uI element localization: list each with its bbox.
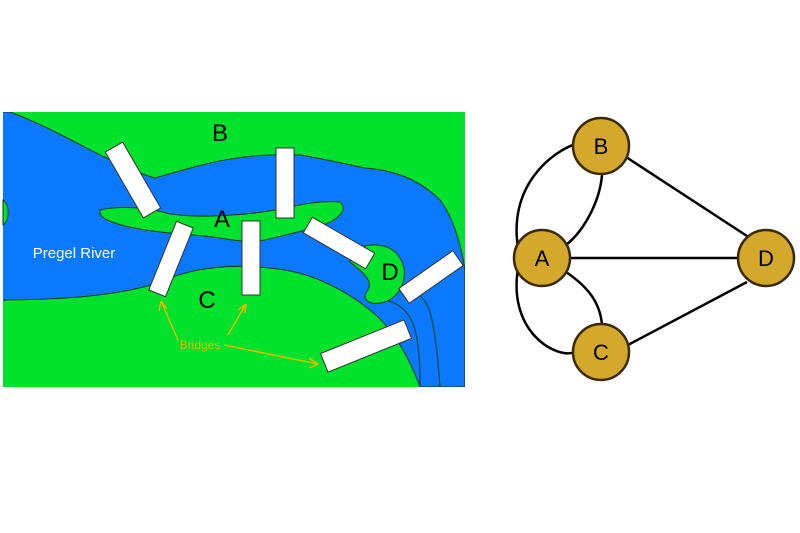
land-west-pocket [2, 199, 9, 226]
river-main-channel [3, 112, 465, 387]
konigsberg-graph: B A C D [512, 116, 796, 382]
graph-node-label-b: B [594, 134, 609, 159]
bridge [104, 141, 162, 219]
bridge [319, 319, 413, 373]
land-label-b: B [212, 120, 228, 147]
graph-edge-b-d [625, 155, 748, 238]
graph-node-d: D [736, 228, 796, 288]
graph-edges [515, 142, 748, 355]
graph-edge-a-c-inner [565, 270, 604, 326]
land-label-c: C [198, 287, 215, 314]
graph-edge-a-b-inner [565, 174, 604, 246]
graph-node-label-d: D [758, 246, 774, 271]
konigsberg-map: B A C D Pregel River Bridges [2, 112, 465, 387]
graph-node-a: A [512, 228, 572, 288]
land-label-a: A [214, 206, 230, 233]
graph-node-label-a: A [535, 246, 550, 271]
graph-edge-a-b-outer [515, 142, 577, 254]
river-label: Pregel River [33, 245, 116, 262]
bridges-label: Bridges [180, 338, 221, 352]
graph-node-b: B [571, 116, 631, 176]
bridges [104, 141, 464, 373]
bridge [275, 147, 295, 219]
graph-edge-a-c-outer [515, 262, 577, 355]
graph-node-label-c: C [593, 340, 609, 365]
graph-nodes: B A C D [512, 116, 796, 382]
bridges-annotation-arrows [158, 300, 319, 369]
graph-node-c: C [571, 322, 631, 382]
bridge [302, 216, 376, 270]
bridge [241, 220, 261, 296]
bridge [148, 220, 194, 298]
bridge [398, 250, 464, 304]
river-east-arm [379, 284, 441, 387]
land-label-d: D [381, 259, 398, 286]
graph-edge-c-d [625, 280, 748, 348]
